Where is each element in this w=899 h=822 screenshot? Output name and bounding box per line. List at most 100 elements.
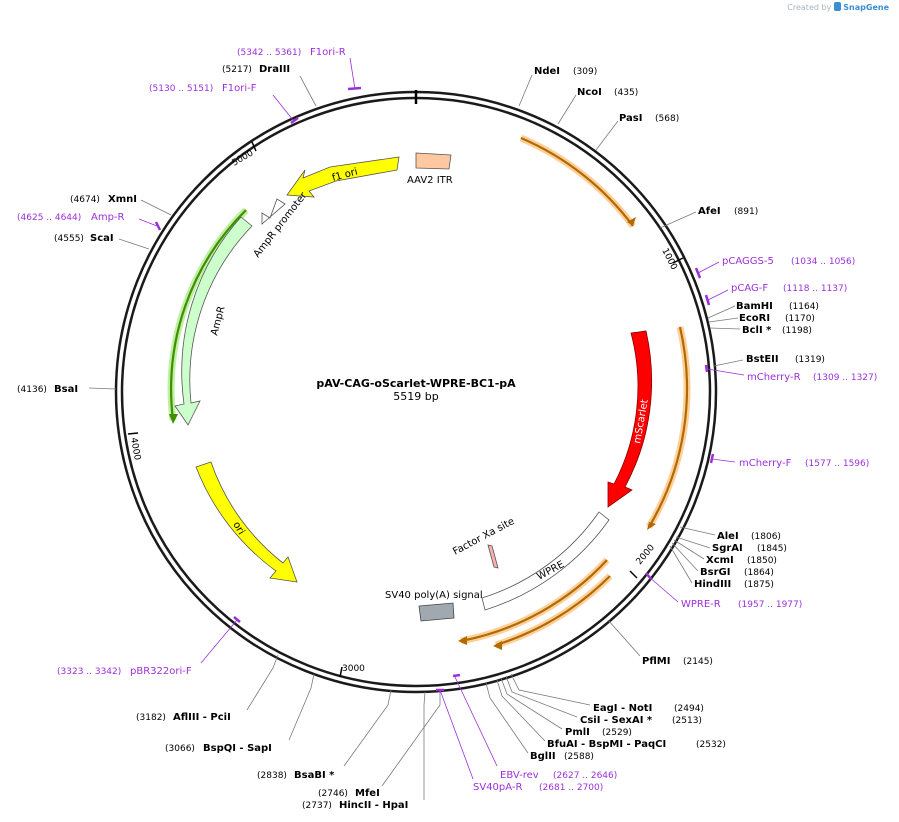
svg-text:NcoI: NcoI [577, 87, 602, 98]
svg-text:(2588): (2588) [564, 752, 594, 762]
primer-pcag-f: pCAG-F (1118 .. 1137) [704, 283, 847, 306]
site-pflmi: PflMI(2145) [607, 619, 713, 667]
svg-text:HincII - HpaI: HincII - HpaI [339, 800, 408, 811]
svg-text:(1864): (1864) [744, 568, 774, 578]
factor-xa-feature: Factor Xa site [451, 516, 516, 569]
snapgene-logo-icon [834, 2, 842, 11]
svg-text:SgrAI: SgrAI [712, 543, 743, 554]
svg-text:EcoRI: EcoRI [739, 313, 770, 324]
aav2-itr-feature: AAV2 ITR [407, 152, 453, 186]
ori-feature: ori [195, 461, 298, 583]
svg-text:Factor Xa site: Factor Xa site [451, 516, 516, 558]
svg-text:F1ori-F: F1ori-F [222, 83, 257, 94]
svg-text:(435): (435) [614, 88, 638, 98]
site-draiii: DraIII (5217) [222, 64, 317, 107]
site-csii: CsiI - SexAI *(2513) [505, 675, 702, 726]
site-ecori: EcoRI (1170) [708, 313, 815, 324]
site-bsteii: BstEII (1319) [713, 354, 825, 367]
svg-text:(1957 .. 1977): (1957 .. 1977) [738, 600, 802, 610]
svg-text:SV40 poly(A) signal: SV40 poly(A) signal [385, 590, 483, 601]
svg-text:(1170): (1170) [785, 314, 815, 324]
svg-text:F1ori-R: F1ori-R [310, 47, 346, 58]
svg-text:(5217): (5217) [222, 65, 252, 75]
svg-text:pBR322ori-F: pBR322ori-F [130, 666, 192, 677]
site-afei: AfeI(891) [659, 206, 758, 229]
primer-f1ori-f: (5130 .. 5151) F1ori-F [149, 83, 299, 125]
svg-text:HindIII: HindIII [694, 579, 731, 590]
svg-text:PmlI: PmlI [565, 727, 590, 738]
svg-text:(1034 .. 1056): (1034 .. 1056) [791, 257, 855, 267]
svg-text:5000: 5000 [231, 148, 256, 168]
svg-text:1000: 1000 [659, 247, 678, 272]
svg-text:AmpR promoter: AmpR promoter [252, 190, 310, 260]
svg-text:(1577 .. 1596): (1577 .. 1596) [805, 459, 869, 469]
svg-text:(4555): (4555) [54, 234, 84, 244]
site-bcli: BclI *(1198) [709, 325, 812, 336]
ampr-promoter-feature: AmpR promoter [252, 190, 310, 260]
site-hincii: HincII - HpaI (2737) [302, 691, 426, 811]
site-eagi: EagI - NotI (2494) [510, 673, 704, 714]
site-bsai: BsaI(4136) [17, 384, 117, 395]
svg-text:(2532): (2532) [696, 740, 726, 750]
svg-text:4000: 4000 [128, 437, 142, 462]
site-bamhi: BamHI(1164) [707, 301, 819, 319]
svg-text:(2529): (2529) [602, 728, 632, 738]
svg-text:(1319): (1319) [795, 355, 825, 365]
svg-text:AfeI: AfeI [698, 206, 721, 217]
svg-text:(4136): (4136) [17, 385, 47, 395]
orf-wpre-1-arc [458, 557, 610, 645]
svg-text:(2746): (2746) [318, 789, 348, 799]
svg-text:NdeI: NdeI [534, 66, 560, 77]
primer-ebv-rev: EBV-rev(2627 .. 2646) [452, 673, 617, 781]
site-hindiii: HindIII(1875) [669, 545, 774, 590]
plasmid-name: pAV-CAG-oScarlet-WPRE-BC1-pA [316, 377, 516, 390]
svg-text:EagI - NotI: EagI - NotI [593, 703, 652, 714]
site-mfei: MfeI (2746) [318, 691, 441, 799]
svg-text:(2681 .. 2700): (2681 .. 2700) [539, 783, 603, 793]
primer-mcherry-r: mCherry-R(1309 .. 1327) [704, 364, 877, 383]
svg-text:(3066): (3066) [165, 744, 195, 754]
tick-3000: 3000 [339, 664, 365, 678]
tick-2000: 2000 [629, 543, 657, 579]
mscarlet-feature: mScarlet [607, 330, 653, 508]
svg-text:3000: 3000 [342, 664, 365, 674]
svg-text:BglII: BglII [530, 751, 556, 762]
svg-text:(2145): (2145) [683, 657, 713, 667]
svg-text:(309): (309) [573, 67, 597, 77]
svg-text:(2494): (2494) [674, 704, 704, 714]
site-ncoi: NcoI (435) [557, 87, 638, 125]
svg-text:pCAG-F: pCAG-F [731, 283, 768, 294]
svg-text:SV40pA-R: SV40pA-R [473, 782, 522, 793]
svg-text:MfeI: MfeI [355, 788, 380, 799]
credit-prefix: Created by [787, 3, 832, 12]
svg-text:(5130 .. 5151): (5130 .. 5151) [149, 84, 213, 94]
svg-text:(568): (568) [655, 114, 679, 124]
svg-text:(2513): (2513) [672, 716, 702, 726]
site-bsrgi: BsrGI (1864) [671, 542, 774, 578]
primer-sv40pa-r: SV40pA-R (2681 .. 2700) [436, 688, 603, 793]
svg-text:(2737): (2737) [302, 801, 332, 811]
svg-text:(1198): (1198) [782, 326, 812, 336]
svg-text:(5342 .. 5361): (5342 .. 5361) [237, 48, 301, 58]
svg-text:(4674): (4674) [70, 195, 100, 205]
svg-text:mCherry-F: mCherry-F [739, 458, 792, 469]
orf-wpre-2-arc [493, 573, 613, 650]
svg-text:(1309 .. 1327): (1309 .. 1327) [813, 373, 877, 383]
svg-text:XmnI: XmnI [108, 194, 137, 205]
site-pasi: PasI (568) [595, 113, 679, 151]
svg-text:(3182): (3182) [136, 713, 166, 723]
svg-text:DraIII: DraIII [259, 64, 290, 75]
site-scai: ScaI(4555) [54, 233, 150, 250]
primer-wpre-r: WPRE-R(1957 .. 1977) [645, 572, 802, 610]
svg-text:BsrGI: BsrGI [700, 567, 730, 578]
svg-text:(1118 .. 1137): (1118 .. 1137) [783, 284, 847, 294]
svg-text:BstEII: BstEII [746, 354, 779, 365]
svg-text:BfuAI - BspMI - PaqCI: BfuAI - BspMI - PaqCI [547, 739, 666, 750]
svg-text:PasI: PasI [619, 113, 642, 124]
site-pmli: PmlI (2529) [500, 677, 632, 738]
site-bglii: BglII (2588) [485, 682, 594, 762]
svg-text:pCAGGS-5: pCAGGS-5 [722, 256, 774, 267]
svg-text:(2627 .. 2646): (2627 .. 2646) [553, 771, 617, 781]
